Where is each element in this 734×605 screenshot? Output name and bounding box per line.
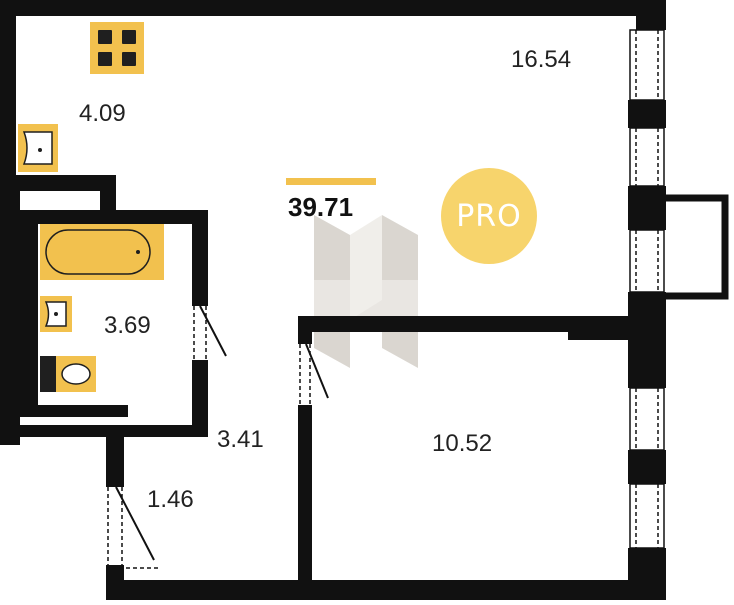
total-area: 39.71 xyxy=(288,192,354,222)
room-area-wardrobe: 1.46 xyxy=(147,486,194,513)
window-5 xyxy=(629,483,665,549)
wall-wardrobe-left-upper xyxy=(106,425,124,487)
wall-kitchen-bottom xyxy=(0,175,112,191)
total-area-bar xyxy=(286,178,376,185)
pro-badge-label: PRO xyxy=(456,198,522,234)
bathroom-sink-icon xyxy=(40,296,72,332)
wall-top-corner xyxy=(636,0,666,30)
window-1 xyxy=(629,29,665,101)
wall-top xyxy=(0,0,664,16)
wall-right-5 xyxy=(628,548,666,600)
toilet-icon xyxy=(40,356,96,392)
wall-bath-right-upper xyxy=(192,210,208,306)
window-4 xyxy=(629,387,665,451)
wall-right-1 xyxy=(628,100,666,128)
room-area-kitchen: 4.09 xyxy=(79,100,126,127)
wall-bath-right-lower xyxy=(192,360,208,435)
wall-bedroom-left-upper xyxy=(298,316,312,344)
kitchen-sink-icon xyxy=(18,124,58,172)
wall-bath-inner-left xyxy=(20,210,38,405)
wall-bedroom-top xyxy=(298,316,570,332)
pro-badge: PRO xyxy=(441,168,537,264)
stove-icon xyxy=(90,22,144,74)
wall-bath-top xyxy=(20,210,208,224)
watermark-logo xyxy=(314,215,418,368)
room-area-bathroom: 3.69 xyxy=(104,312,151,339)
bathtub-icon xyxy=(40,224,164,280)
wall-kitchen-stub xyxy=(100,175,116,213)
wall-bottom xyxy=(106,580,666,600)
wall-lower-left xyxy=(0,405,20,445)
door-bathroom xyxy=(193,305,227,360)
room-area-hallway: 3.41 xyxy=(217,426,264,453)
window-3 xyxy=(629,229,665,293)
wall-right-3 xyxy=(628,292,666,388)
wall-left-upper xyxy=(0,0,16,185)
wall-bedroom-left-lower xyxy=(298,405,312,585)
room-area-living: 16.54 xyxy=(511,46,572,73)
wall-bath-bottom xyxy=(20,405,128,417)
windows xyxy=(629,29,665,549)
room-area-bedroom: 10.52 xyxy=(432,430,493,457)
wall-left xyxy=(0,185,20,415)
doors xyxy=(107,305,329,569)
window-2 xyxy=(629,127,665,187)
wall-right-2 xyxy=(628,186,666,230)
door-bedroom xyxy=(299,343,329,405)
wall-right-4 xyxy=(628,450,666,484)
balcony-railing xyxy=(666,194,729,300)
walls xyxy=(0,0,666,600)
door-wardrobe xyxy=(107,486,155,565)
